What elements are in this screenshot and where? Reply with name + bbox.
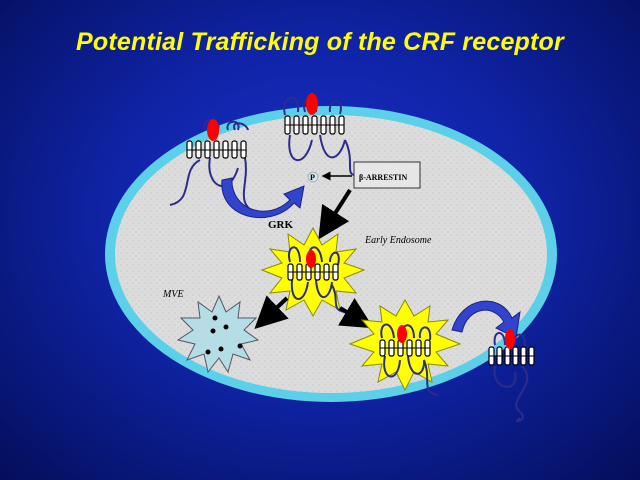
arrestin-box <box>353 161 421 189</box>
ligand <box>306 250 316 268</box>
phosphate-icon <box>307 171 319 183</box>
grk-curved-arrow <box>221 177 305 218</box>
recycling-curved-arrow <box>451 300 521 339</box>
arrow-to-mve <box>254 295 289 330</box>
ligand <box>505 329 515 349</box>
mve-vesicles <box>205 315 243 355</box>
receptor-membrane-right <box>488 329 535 423</box>
ligand <box>207 119 219 141</box>
internalization-arrow <box>318 188 352 240</box>
ligand <box>306 93 318 115</box>
slide-title: Potential Trafficking of the CRF recepto… <box>76 28 564 56</box>
ligand <box>397 325 407 343</box>
receptor-early-endosome <box>287 246 346 313</box>
receptor-membrane-top <box>283 93 356 176</box>
phosphate-label: P <box>310 173 315 182</box>
early-endosome-label: Early Endosome <box>364 235 432 246</box>
multivesicular-endosome <box>176 294 260 374</box>
grk-label: GRK <box>268 219 294 231</box>
arrestin-label: β-ARRESTIN <box>359 173 407 182</box>
recycling-endosome <box>348 298 462 392</box>
receptor-recycling-endosome <box>379 323 439 396</box>
mve-label: MVE <box>162 289 184 300</box>
arrow-to-recycling-endosome <box>338 298 374 329</box>
